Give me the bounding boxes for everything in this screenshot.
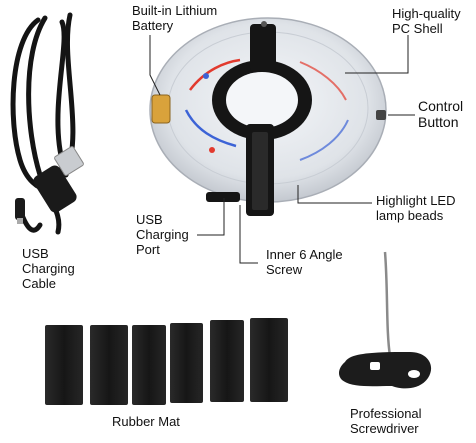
rubber-mat <box>90 325 128 405</box>
rubber-mat <box>170 323 203 403</box>
rubber-mat <box>45 325 83 405</box>
label-battery: Built-in Lithium Battery <box>132 3 218 33</box>
usb-port <box>206 192 240 202</box>
label-screw: Inner 6 Angle Screw <box>266 247 343 277</box>
led-lamp-beads <box>184 58 349 161</box>
label-usb-port: USB Charging Port <box>136 212 189 257</box>
label-control-button: Control Button <box>418 98 464 130</box>
usb-plug <box>33 146 84 213</box>
control-button <box>376 110 386 120</box>
label-screwdriver: Professional Screwdriver <box>350 406 422 436</box>
rubber-mat <box>210 320 244 402</box>
label-usb-cable: USB Charging Cable <box>22 246 75 291</box>
leader-lines <box>149 35 415 264</box>
top-clamp <box>250 24 276 72</box>
rubber-mat-set <box>45 318 288 405</box>
battery-cell <box>151 94 171 124</box>
micro-usb-plug <box>15 198 25 224</box>
screwdriver <box>338 251 432 389</box>
rubber-mat <box>132 325 166 405</box>
label-rubber-mat: Rubber Mat <box>112 414 180 429</box>
light-unit <box>149 17 387 216</box>
rubber-mat <box>250 318 288 402</box>
label-shell: High-quality PC Shell <box>392 6 461 36</box>
label-led: Highlight LED lamp beads <box>376 193 456 223</box>
